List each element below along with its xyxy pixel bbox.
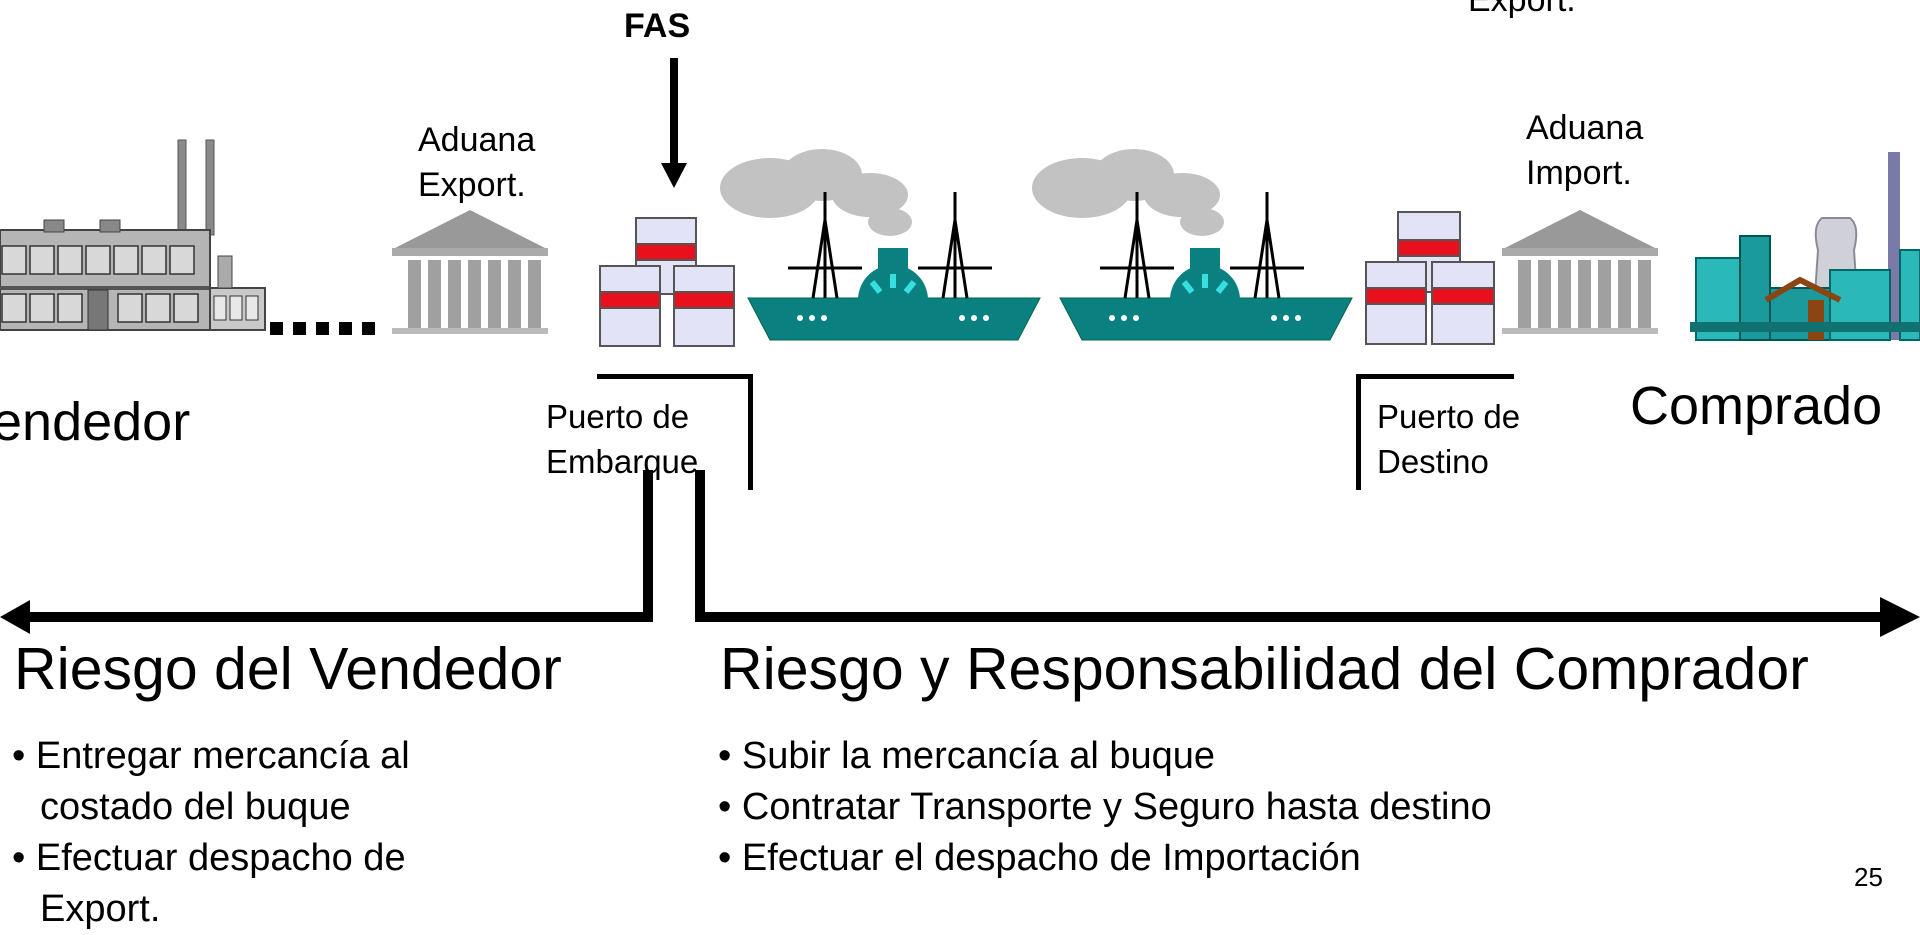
- customs-building-export-icon: [392, 210, 548, 334]
- seller-bullet-list: Entregar mercancía al costado del buque …: [12, 731, 492, 935]
- ship-icon: [720, 149, 1041, 341]
- list-item: Contratar Transporte y Seguro hasta dest…: [718, 782, 1718, 833]
- page-number: 25: [1854, 862, 1883, 892]
- buyer-risk-arrow: [695, 470, 1920, 637]
- seller-risk-title: Riesgo del Vendedor: [14, 636, 562, 702]
- ship-icon: [1032, 149, 1353, 341]
- dots-icon: [270, 322, 375, 335]
- vendedor-label: endedor: [0, 392, 191, 452]
- industrial-plant-icon: [1690, 152, 1920, 341]
- aduana-export-label: Aduana Export.: [418, 121, 536, 204]
- comprador-label: Comprado: [1630, 376, 1883, 436]
- seller-risk-arrow: [0, 470, 653, 634]
- fas-label: FAS: [624, 7, 691, 45]
- list-item: Efectuar el despacho de Importación: [718, 833, 1718, 884]
- cargo-export-icon: [599, 217, 735, 347]
- fas-arrow-icon: [661, 58, 687, 188]
- aduana-import-label: Aduana Import.: [1526, 109, 1644, 192]
- list-item: Entregar mercancía al costado del buque: [12, 731, 492, 833]
- cargo-import-icon: [1365, 211, 1495, 345]
- factory-icon: [0, 139, 266, 331]
- port-embarque-bracket: [597, 374, 753, 490]
- buyer-bullet-list: Subir la mercancía al buque Contratar Tr…: [718, 731, 1718, 884]
- port-destino-bracket: [1356, 374, 1514, 490]
- puerto-destino-label: Puerto de Destino: [1377, 398, 1521, 480]
- list-item: Efectuar despacho de Export.: [12, 833, 492, 935]
- buyer-risk-title: Riesgo y Responsabilidad del Comprador: [720, 636, 1809, 702]
- diagram-artwork: [0, 58, 1920, 637]
- list-item: Subir la mercancía al buque: [718, 731, 1718, 782]
- top-partial-label: Export.: [1468, 0, 1576, 19]
- customs-building-import-icon: [1502, 210, 1658, 334]
- puerto-embarque-label: Puerto de Embarque: [546, 398, 699, 480]
